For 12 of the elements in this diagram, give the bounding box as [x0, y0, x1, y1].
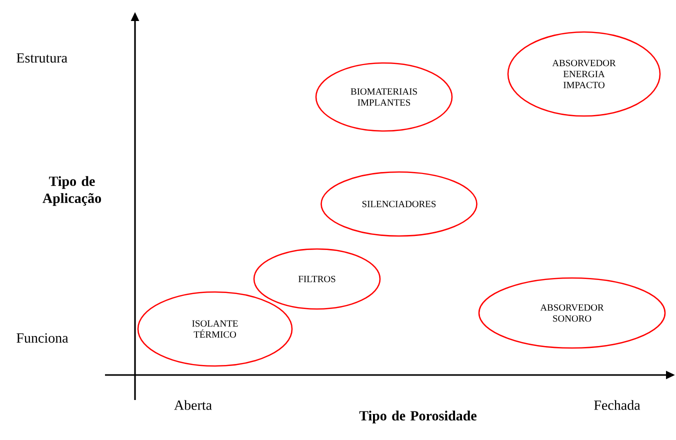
ellipse-node: ABSORVEDOR ENERGIA IMPACTO — [507, 31, 661, 117]
axis-label: Tipo de Porosidade — [359, 410, 477, 424]
ellipse-node: BIOMATERIAIS IMPLANTES — [315, 62, 453, 132]
ellipse-node: SILENCIADORES — [320, 171, 478, 237]
ellipse-node: ISOLANTE TÉRMICO — [137, 291, 293, 367]
axis-label: Aberta — [174, 400, 212, 410]
ellipse-node: ABSORVEDOR SONORO — [478, 277, 666, 349]
ellipse-node: FILTROS — [253, 248, 381, 310]
axis-label: Estrutura — [16, 53, 68, 63]
axis-label: Fechada — [594, 400, 640, 410]
axis-label: Tipo de Aplicação — [42, 176, 102, 206]
axis-label: Funciona — [16, 333, 68, 343]
